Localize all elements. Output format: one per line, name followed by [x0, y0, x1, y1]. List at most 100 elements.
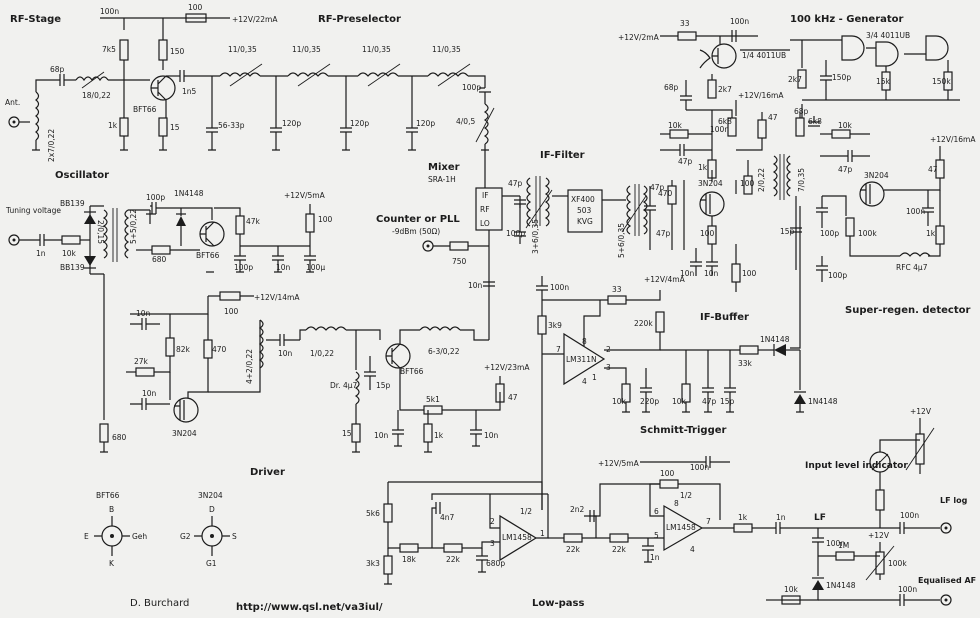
label-1n4148-a: 1N4148 [760, 335, 790, 344]
value-r15k: 15k [876, 77, 891, 86]
mosfet-3n204-driver [173, 397, 199, 423]
value-r100-top: 100 [188, 3, 203, 12]
value-r100-g: 100 [740, 179, 755, 188]
label-bb139-b: BB139 [60, 263, 85, 272]
value-r10k-eq: 10k [784, 585, 799, 594]
label-lf-log: LF log [940, 496, 968, 505]
value-r220k: 220k [634, 319, 653, 328]
label-url: http://www.qsl.net/va3iul/ [236, 602, 383, 613]
value-c10n-o: 10n [276, 263, 291, 272]
label-lm1458-a: LM1458 [502, 533, 532, 542]
value-l2x7: 2x7/0,22 [47, 129, 56, 162]
pinout-bft66-title: BFT66 [96, 491, 120, 500]
pin-lpa-3: 3 [490, 539, 495, 548]
value-r5k6: 5k6 [366, 509, 380, 518]
lf-log-output-connector[interactable] [940, 522, 952, 534]
value-c10n-driver-5: 10n [484, 431, 499, 440]
pinout-3n204-d: D [209, 505, 215, 514]
value-r1k-lp: 1k [738, 513, 748, 522]
value-r2k7a: 2k7 [718, 85, 732, 94]
pin-schmitt-7: 7 [556, 345, 561, 354]
value-c150p: 150p [832, 73, 851, 82]
label-input-level: Input level indicator [805, 461, 908, 471]
value-r100-if2: 100 [742, 269, 757, 278]
resistor-27k [135, 367, 155, 377]
value-r47k: 47k [246, 217, 261, 226]
value-c120a: 120p [282, 119, 301, 128]
coil-l36b [544, 177, 550, 227]
resistor-33k [739, 345, 759, 355]
value-r33k: 33k [738, 359, 753, 368]
value-r82k: 82k [176, 345, 191, 354]
value-r750: 750 [452, 257, 467, 266]
value-c120c: 120p [416, 119, 435, 128]
pin-lpa-2: 2 [490, 517, 495, 526]
label-4011-three-quarter: 3/4 4011UB [866, 31, 910, 40]
value-c100p-reg2: 100p [828, 271, 847, 280]
label-xf400: XF400 [571, 195, 595, 204]
coil-l7 [786, 155, 792, 197]
value-c680p: 680p [486, 559, 505, 568]
resistor-1k-driver [423, 423, 433, 443]
resistor-100-if2 [731, 263, 741, 283]
label-driver: Driver [250, 467, 285, 478]
crystal-filter-xf400 [567, 189, 603, 233]
mosfet-3n204-if [699, 191, 725, 217]
value-c100n-lf: 100n [900, 511, 919, 520]
value-c100p-o2: 100p [234, 263, 253, 272]
value-c68p: 68p [50, 65, 65, 74]
value-c10n-d1: 10n [136, 309, 151, 318]
pinout-bft66: BFT66 B E K Geh [84, 491, 147, 568]
supply-driver: +12V/14mA [254, 293, 300, 302]
resistor-6k8-a [727, 117, 737, 137]
resistor-47k [235, 215, 245, 235]
supply-schmitt: +12V/4mA [644, 275, 686, 284]
value-r2k7b: 2k7 [788, 75, 802, 84]
value-l1: 1/0,22 [310, 349, 334, 358]
value-c68p-g: 68p [664, 83, 679, 92]
value-c2n2: 2n2 [570, 505, 585, 514]
super-regen-block: 2/0,22 7/0,35 15p 6k8 68p 10k 47p +12V/1… [757, 107, 976, 349]
value-c1n-lp: 1n [650, 553, 660, 562]
coil-215 [102, 209, 108, 259]
value-r22k-b: 22k [566, 545, 581, 554]
coil-11d [427, 72, 469, 77]
pin-schmitt-1: 1 [592, 373, 597, 382]
value-l18: 18/0,22 [82, 91, 111, 100]
equalised-af-output-connector[interactable] [940, 594, 952, 606]
value-c100p-osc: 100p [146, 193, 165, 202]
diode-1n4148-osc [176, 216, 186, 226]
value-r3k3: 3k3 [366, 559, 380, 568]
value-l11c: 11/0,35 [362, 45, 391, 54]
value-r22k-a: 22k [446, 555, 461, 564]
diode-1n4148-b [794, 394, 806, 404]
resistor-1k-g [707, 159, 717, 179]
value-r18k: 18k [402, 555, 417, 564]
resistor-100k-reg [845, 217, 855, 237]
value-l215: 2/0,15 [96, 220, 105, 244]
label-lm311n: LM311N [566, 355, 597, 364]
supply-generator: +12V/2mA [618, 33, 660, 42]
value-c10n-if: 10n [704, 269, 719, 278]
resistor-470-driver [203, 339, 213, 359]
label-oscillator: Oscillator [55, 170, 109, 181]
label-lf-node: LF [814, 513, 826, 523]
value-r470-if: 470 [658, 189, 673, 198]
coil-18 [75, 76, 109, 82]
value-r15-driver: 15 [342, 429, 352, 438]
label-counter-level: -9dBm (50Ω) [392, 227, 440, 236]
label-half-a: 1/2 [520, 507, 532, 516]
value-r1k-driver: 1k [434, 431, 444, 440]
value-r100k-reg: 100k [858, 229, 877, 238]
label-mixer-part: SRA-1H [428, 175, 456, 184]
coil-input [35, 91, 40, 141]
value-r47-driver: 47 [508, 393, 518, 402]
coil-l1 [305, 326, 347, 331]
value-r1k-reg: 1k [926, 229, 936, 238]
label-4011-quarter: 1/4 4011UB [742, 51, 786, 60]
opamp-lm1458-b [663, 504, 704, 552]
value-l36: 3+6/0,35 [531, 219, 540, 254]
pinout-3n204-s: S [232, 532, 237, 541]
resistor-22k-c [609, 533, 629, 543]
value-r1k-rf: 1k [108, 121, 118, 130]
